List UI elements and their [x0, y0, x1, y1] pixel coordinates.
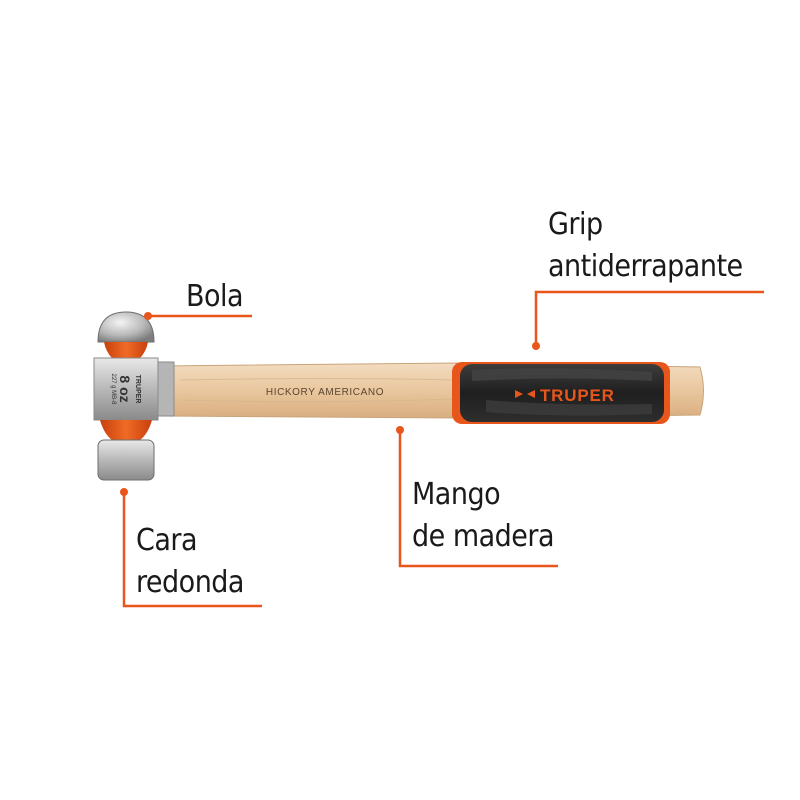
rubber-grip: TRUPER [452, 362, 670, 424]
label-grip: Grip antiderrapante [548, 204, 743, 288]
ball-peen [97, 311, 155, 343]
label-cara: Cara redonda [136, 520, 244, 604]
label-bola: Bola [186, 276, 244, 318]
truper-logo: TRUPER [515, 386, 615, 405]
label-bola-text: Bola [186, 279, 244, 314]
cara-line [122, 492, 262, 608]
head-markings: TRUPER 8 oz 227 g MB-8 [110, 373, 141, 405]
hammer-head: TRUPER 8 oz 227 g MB-8 [93, 311, 175, 481]
label-cara-line2: redonda [136, 565, 244, 600]
svg-text:227 g MB-8: 227 g MB-8 [110, 373, 116, 405]
svg-text:TRUPER: TRUPER [540, 386, 615, 405]
label-grip-line1: Grip [548, 207, 603, 242]
label-mango-line2: de madera [412, 519, 555, 554]
mango-dot [396, 426, 404, 434]
grip-line [534, 290, 764, 346]
round-face [97, 439, 155, 481]
cara-dot [120, 488, 128, 496]
label-mango: Mango de madera [412, 474, 555, 558]
label-mango-line1: Mango [412, 477, 501, 512]
svg-text:TRUPER: TRUPER [134, 375, 141, 404]
handle-text: HICKORY AMERICANO [266, 387, 384, 398]
grip-dot [532, 342, 540, 350]
callout-lines [120, 290, 764, 608]
bola-dot [144, 312, 152, 320]
label-cara-line1: Cara [136, 523, 198, 558]
label-grip-line2: antiderrapante [548, 249, 743, 284]
svg-text:8 oz: 8 oz [117, 375, 133, 402]
mango-line [398, 430, 558, 568]
